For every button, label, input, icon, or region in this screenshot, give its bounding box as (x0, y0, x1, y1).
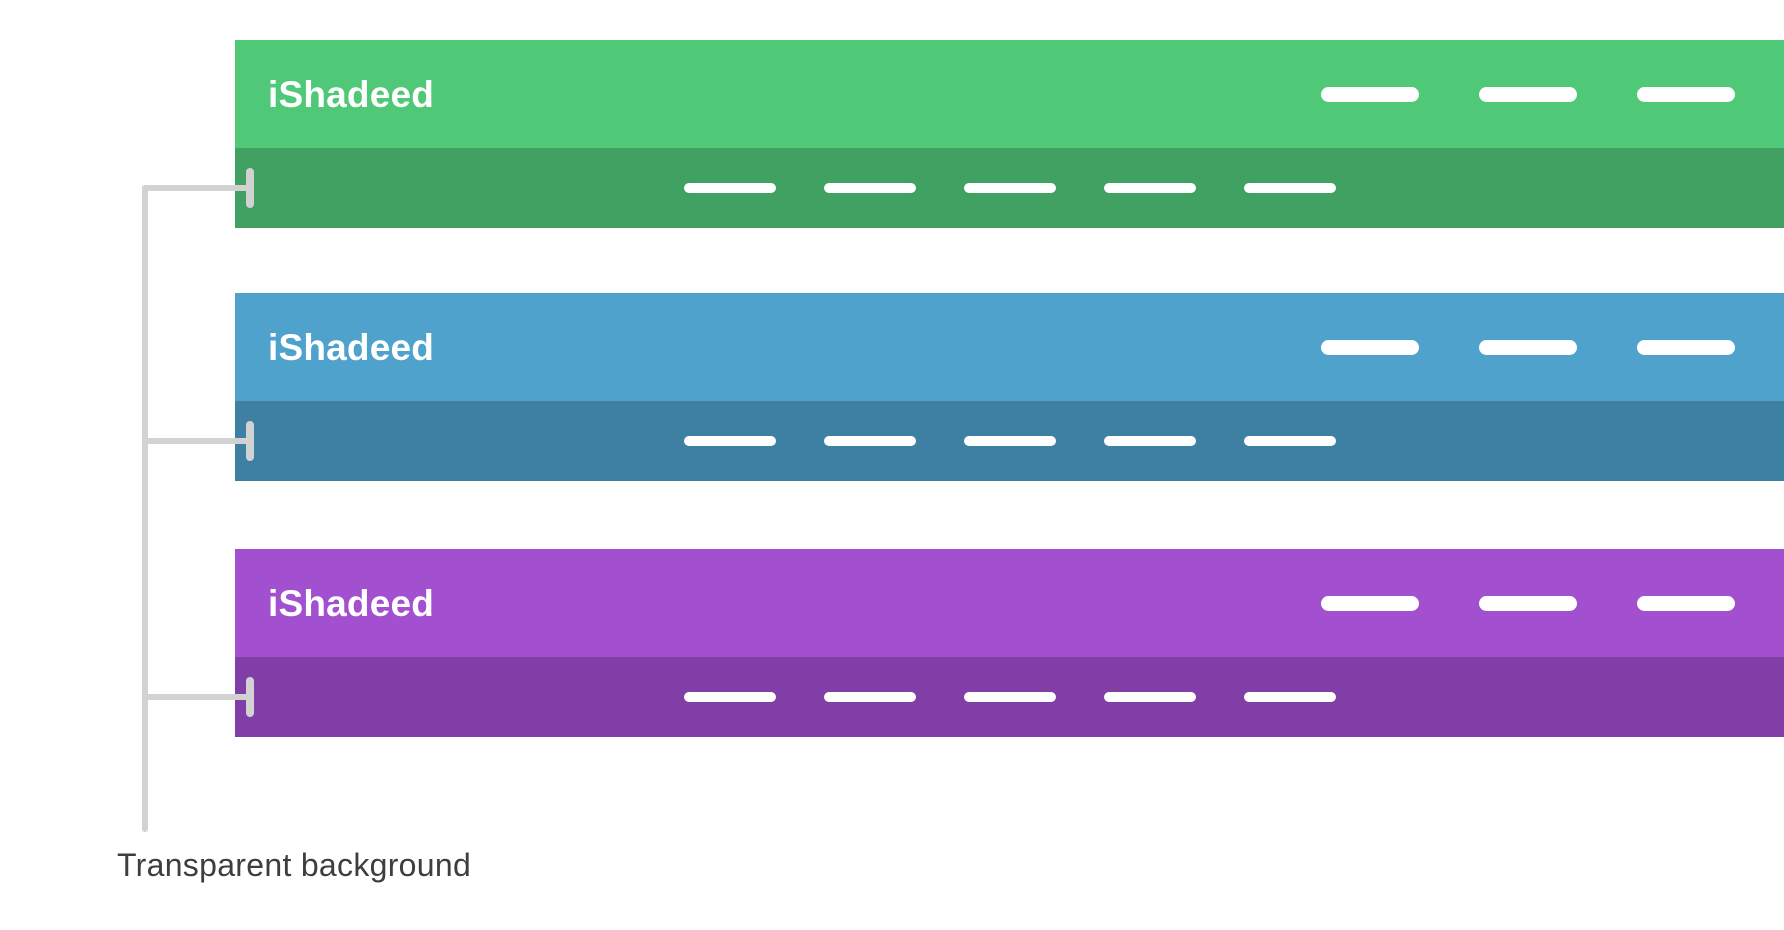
nav-links-group (1321, 595, 1735, 611)
subnav-link-placeholder[interactable] (1104, 692, 1196, 702)
navbar-green: iShadeed (235, 40, 1784, 148)
site-logo[interactable]: iShadeed (268, 582, 435, 624)
header-mockup-green: iShadeed (235, 40, 1784, 228)
subnav-link-placeholder[interactable] (824, 436, 916, 446)
subnav-link-placeholder[interactable] (1104, 436, 1196, 446)
annotation-label: Transparent background (117, 847, 472, 883)
nav-link-placeholder[interactable] (1637, 86, 1735, 102)
subnav-link-placeholder[interactable] (1244, 692, 1336, 702)
connector-endpoint-tick-purple (246, 677, 254, 717)
connector-endpoint-tick-green (246, 168, 254, 208)
subnav-link-placeholder[interactable] (964, 692, 1056, 702)
subnav-purple (235, 657, 1784, 737)
nav-link-placeholder[interactable] (1479, 86, 1577, 102)
subnav-link-placeholder[interactable] (684, 692, 776, 702)
connector-vertical-line (142, 185, 148, 832)
navbar-purple: iShadeed (235, 549, 1784, 657)
subnav-link-placeholder[interactable] (964, 436, 1056, 446)
connector-branch-green (142, 185, 250, 191)
nav-link-placeholder[interactable] (1321, 339, 1419, 355)
subnav-link-placeholder[interactable] (824, 692, 916, 702)
subnav-link-placeholder[interactable] (684, 436, 776, 446)
nav-link-placeholder[interactable] (1637, 595, 1735, 611)
nav-links-group (1321, 86, 1735, 102)
site-logo[interactable]: iShadeed (268, 73, 435, 115)
subnav-green (235, 148, 1784, 228)
nav-link-placeholder[interactable] (1479, 595, 1577, 611)
nav-link-placeholder[interactable] (1637, 339, 1735, 355)
header-mockup-purple: iShadeed (235, 549, 1784, 737)
connector-endpoint-tick-blue (246, 421, 254, 461)
nav-link-placeholder[interactable] (1479, 339, 1577, 355)
nav-link-placeholder[interactable] (1321, 595, 1419, 611)
site-logo[interactable]: iShadeed (268, 326, 435, 368)
subnav-link-placeholder[interactable] (684, 183, 776, 193)
subnav-link-placeholder[interactable] (1244, 436, 1336, 446)
nav-link-placeholder[interactable] (1321, 86, 1419, 102)
header-mockup-blue: iShadeed (235, 293, 1784, 481)
subnav-link-placeholder[interactable] (964, 183, 1056, 193)
navbar-blue: iShadeed (235, 293, 1784, 401)
connector-branch-blue (142, 438, 250, 444)
subnav-link-placeholder[interactable] (1104, 183, 1196, 193)
subnav-blue (235, 401, 1784, 481)
subnav-link-placeholder[interactable] (824, 183, 916, 193)
nav-links-group (1321, 339, 1735, 355)
subnav-link-placeholder[interactable] (1244, 183, 1336, 193)
connector-branch-purple (142, 694, 250, 700)
